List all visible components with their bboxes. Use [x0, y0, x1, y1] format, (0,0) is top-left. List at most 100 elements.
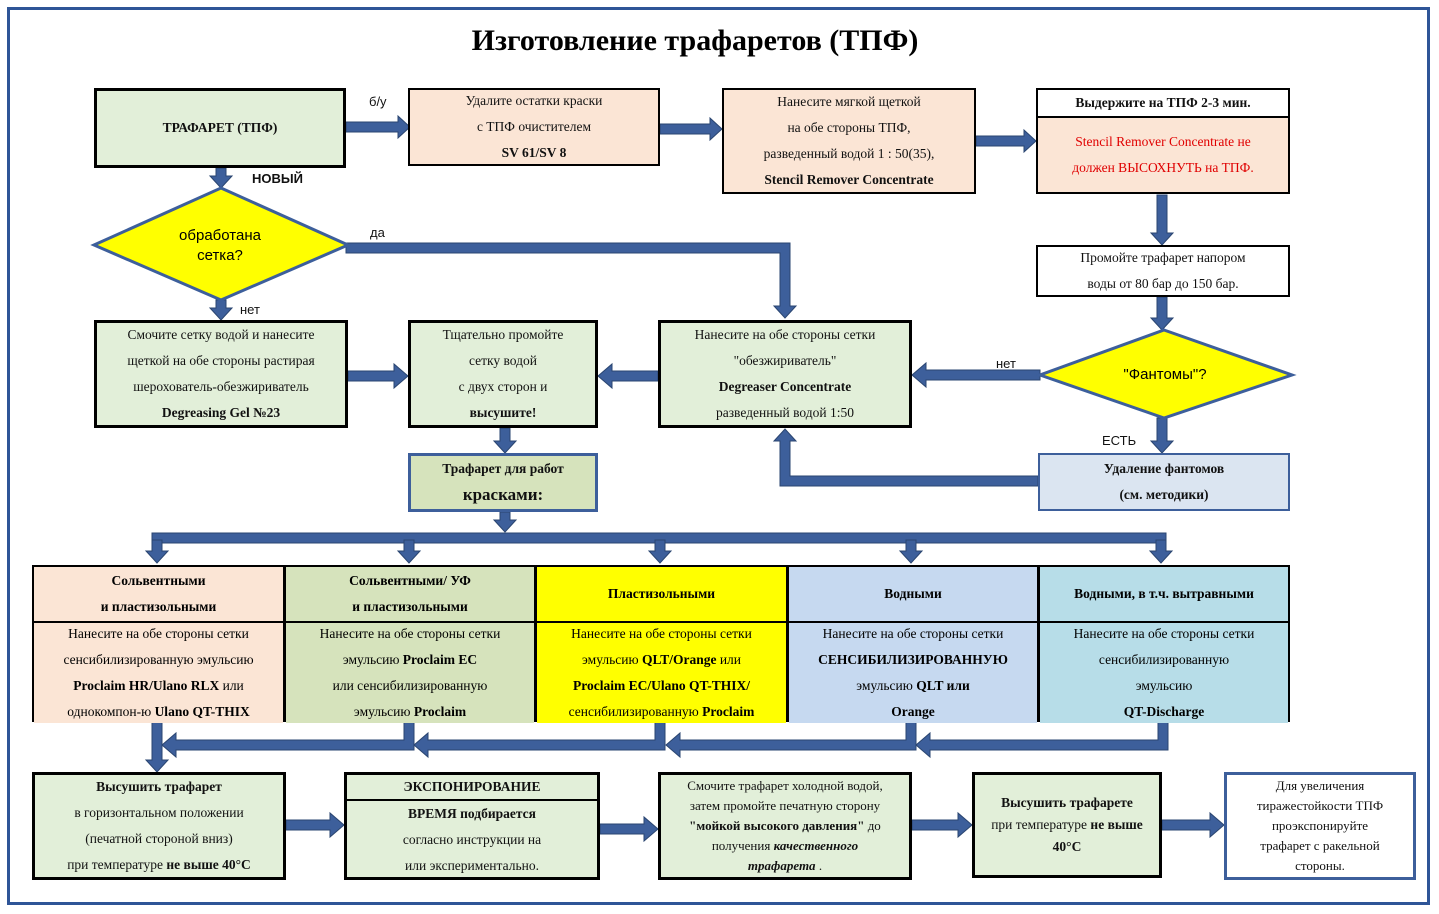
hold-line2: должен ВЫСОХНУТЬ на ТПФ.: [1072, 160, 1254, 175]
degreaser-line3: Degreaser Concentrate: [718, 379, 852, 394]
arrow-rinse-to-stencilfor: [492, 427, 518, 454]
column2-emulsion2: эмульсию: [353, 704, 414, 719]
column1-header: Сольвентными и пластизольными: [34, 567, 283, 623]
column5-header: Водными, в т.ч. вытравными: [1040, 567, 1288, 623]
hold-body: Stencil Remover Concentrate не должен ВЫ…: [1038, 118, 1288, 192]
label-used: б/у: [369, 94, 387, 109]
dry-line3: (печатной стороной вниз): [85, 831, 233, 846]
column5-line4: QT-Discharge: [1123, 704, 1205, 719]
box-wet-mesh: Смочите сетку водой и нанесите щеткой на…: [94, 320, 348, 428]
column1-or: или: [219, 678, 244, 693]
rinse-pressure-line1: Промойте трафарет напором: [1080, 250, 1246, 265]
apply-brush-line3: разведенный водой 1 : 50(35),: [763, 146, 935, 161]
wash-dot: .: [815, 858, 823, 873]
apply-brush-line4: Stencil Remover Concentrate: [764, 172, 934, 187]
column2-header: Сольвентными/ УФ и пластизольными: [286, 567, 534, 623]
column-solvent-uv-plastisol: Сольвентными/ УФ и пластизольными Нанеси…: [284, 565, 536, 725]
column3-body: Нанесите на обе стороны сетки эмульсию Q…: [537, 623, 786, 723]
arrow-remove-to-degreaser: [772, 428, 1039, 487]
dry-line1: Высушить трафарет: [96, 779, 222, 794]
expose-line1: ВРЕМЯ подбирается: [408, 806, 536, 821]
hold-header: Выдержите на ТПФ 2-3 мин.: [1038, 90, 1288, 118]
column2-line4: эмульсию Proclaim: [354, 699, 466, 725]
wash-quality: качественного: [773, 838, 859, 853]
column5-line1: Нанесите на обе стороны сетки: [1073, 626, 1255, 641]
column2-header-line2: и пластизольными: [352, 599, 468, 614]
column1-line4: однокомпон-ю Ulano QT-THIX: [67, 699, 249, 725]
arrow-remove-to-apply: [659, 116, 723, 142]
rinse-dry-line3: с двух сторон и: [458, 379, 548, 394]
drop-col2: [396, 539, 422, 564]
column3-product-b: Proclaim: [702, 704, 755, 719]
box-hold: Выдержите на ТПФ 2-3 мин. Stencil Remove…: [1036, 88, 1290, 194]
degreaser-line1: Нанесите на обе стороны сетки: [694, 327, 876, 342]
column-water: Водными Нанесите на обе стороны сетки СЕ…: [787, 565, 1039, 723]
column3-product-a: QLT/Orange: [641, 652, 717, 667]
degreaser-line2: "обезжириватель": [733, 353, 837, 368]
box-dry: Высушить трафарет в горизонтальном полож…: [32, 772, 286, 880]
dry-temp-value: не выше 40°C: [166, 857, 251, 872]
decision-phantoms-text: "Фантомы"?: [1123, 366, 1207, 383]
wash-line1: Смочите трафарет холодной водой,: [687, 778, 883, 793]
column2-line2: эмульсию Proclaim EC: [343, 647, 477, 673]
column1-single-comp: однокомпон-ю: [67, 704, 155, 719]
wash-line5: трафарета .: [748, 856, 822, 876]
apply-brush-line1: Нанесите мягкой щеткой: [777, 94, 921, 109]
collect-col5: [915, 721, 1169, 759]
box-wash: Смочите трафарет холодной водой, затем п…: [658, 772, 912, 880]
label-yes: да: [370, 225, 385, 240]
rinse-dry-line2: сетку водой: [468, 353, 538, 368]
column1-header-line2: и пластизольными: [100, 599, 217, 614]
box-degreaser: Нанесите на обе стороны сетки "обезжирив…: [658, 320, 912, 428]
decision-mesh-line1: обработана: [179, 227, 261, 244]
column2-product-b: Proclaim: [413, 704, 467, 719]
column3-header: Пластизольными: [537, 567, 786, 623]
stencil-for-line1: Трафарет для работ: [442, 460, 564, 476]
remove-paint-line3: SV 61/SV 8: [501, 145, 567, 160]
wet-mesh-line1: Смочите сетку водой и нанесите: [127, 327, 315, 342]
wash-stencil: трафарета: [747, 858, 816, 873]
wash-line2: затем промойте печатную сторону: [689, 798, 881, 813]
rinse-dry-line4: высушите!: [469, 405, 537, 420]
durability-line1: Для увеличения: [1275, 778, 1365, 793]
durability-line4: трафарет с ракельной: [1260, 838, 1380, 853]
expose-header: ЭКСПОНИРОВАНИЕ: [347, 775, 597, 801]
column4-line2: СЕНСИБИЛИЗИРОВАННУЮ: [818, 652, 1008, 667]
column1-body: Нанесите на обе стороны сетки сенсибилиз…: [34, 623, 283, 723]
remove-paint-line1: Удалите остатки краски: [465, 93, 603, 108]
dry2-not-above: не выше: [1090, 817, 1143, 832]
arrow-hold-to-rinse: [1149, 194, 1175, 246]
column3-sensitized: сенсибилизированную: [568, 704, 703, 719]
arrow-expose-to-wash: [599, 815, 659, 843]
page-title: Изготовление трафаретов (ТПФ): [471, 24, 919, 57]
wash-line4: получения качественного: [712, 836, 858, 856]
column3-line1: Нанесите на обе стороны сетки: [571, 626, 752, 641]
dry2-line2: при температуре не выше: [991, 814, 1143, 836]
box-stencil: ТРАФАРЕТ (ТПФ): [94, 88, 346, 168]
dry2-line3: 40°C: [1052, 839, 1082, 854]
collect-col2: [161, 721, 415, 759]
decision-mesh-line2: сетка?: [197, 247, 243, 264]
box-dry2: Высушить трафарете при температуре не вы…: [972, 772, 1162, 878]
dry-line2: в горизонтальном положении: [74, 805, 244, 820]
drop-col3: [647, 539, 673, 564]
column3-line4: сенсибилизированную Proclaim: [569, 699, 755, 725]
wash-pressure-washer: "мойкой высокого давления": [689, 818, 865, 833]
box-remove-paint: Удалите остатки краски с ТПФ очистителем…: [408, 88, 660, 166]
arrow-wash-to-dry2: [911, 811, 973, 839]
column4-emulsion: эмульсию: [856, 678, 917, 693]
column1-product-a: Proclaim HR/Ulano RLX: [73, 678, 220, 693]
column1-product-b: Ulano QT-THIX: [154, 704, 250, 719]
box-stencil-for: Трафарет для работ красками:: [408, 453, 598, 512]
hold-line1: Stencil Remover Concentrate не: [1075, 134, 1251, 149]
apply-brush-line2: на обе стороны ТПФ,: [787, 120, 911, 135]
wash-line3: "мойкой высокого давления" до: [689, 816, 881, 836]
column4-header: Водными: [789, 567, 1037, 623]
arrow-stencilfor-to-bus: [492, 511, 518, 533]
label-est: ЕСТЬ: [1102, 433, 1137, 448]
rinse-dry-line1: Тщательно промойте: [442, 327, 564, 342]
arrow-wet-to-rinse: [347, 362, 409, 390]
column2-product-a: Proclaim EC: [402, 652, 478, 667]
decision-mesh-treated-text: обработана сетка?: [160, 226, 280, 266]
dry-temp-label: при температуре: [67, 857, 167, 872]
